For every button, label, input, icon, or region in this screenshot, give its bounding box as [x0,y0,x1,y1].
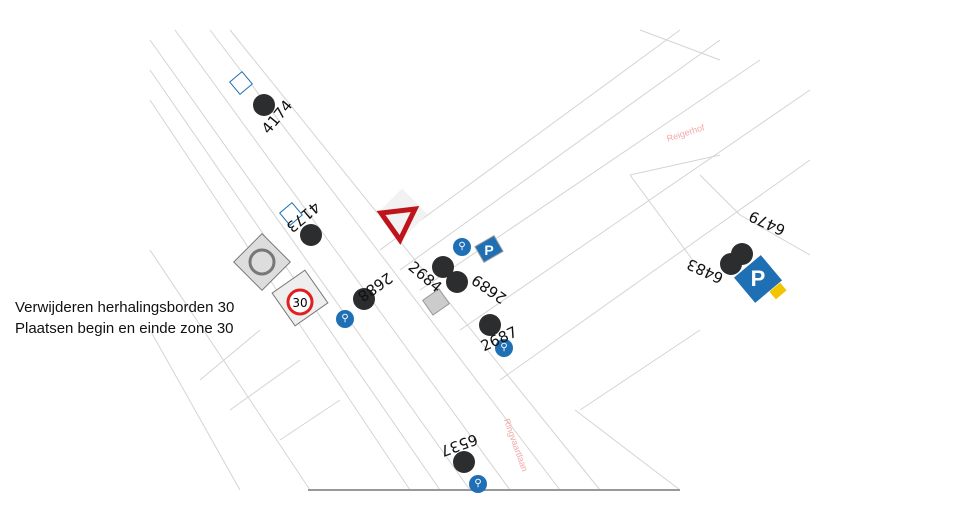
end-zone-30-sign-icon[interactable] [233,233,291,291]
note-place-zone-signs: Plaatsen begin en einde zone 30 [15,320,234,337]
note-remove-repeat-signs: Verwijderen herhalingsborden 30 [15,299,235,316]
sign-marker[interactable] [453,451,475,473]
sign-marker[interactable] [479,314,501,336]
bicycle-sign-icon[interactable]: ⚲ [336,310,354,328]
sign-marker[interactable] [300,224,322,246]
bicycle-sign-icon[interactable]: ⚲ [495,339,513,357]
zone-30-sign-icon[interactable] [271,269,329,327]
bicycle-sign-icon[interactable]: ⚲ [469,475,487,493]
bus-stop-sign-icon[interactable] [229,71,303,226]
parking-sign-icon[interactable] [421,235,787,316]
parking-letter: P [484,242,493,258]
zone-30-text: 30 [292,296,307,310]
bicycle-sign-icon[interactable]: ⚲ [453,238,471,256]
sign-marker[interactable] [253,94,275,116]
sign-marker[interactable] [446,271,468,293]
road-lines [149,29,811,491]
sign-marker[interactable] [353,288,375,310]
sign-marker[interactable] [432,256,454,278]
yield-sign-icon[interactable] [376,188,428,245]
sign-marker[interactable] [731,243,753,265]
parking-letter-large: P [751,266,766,291]
